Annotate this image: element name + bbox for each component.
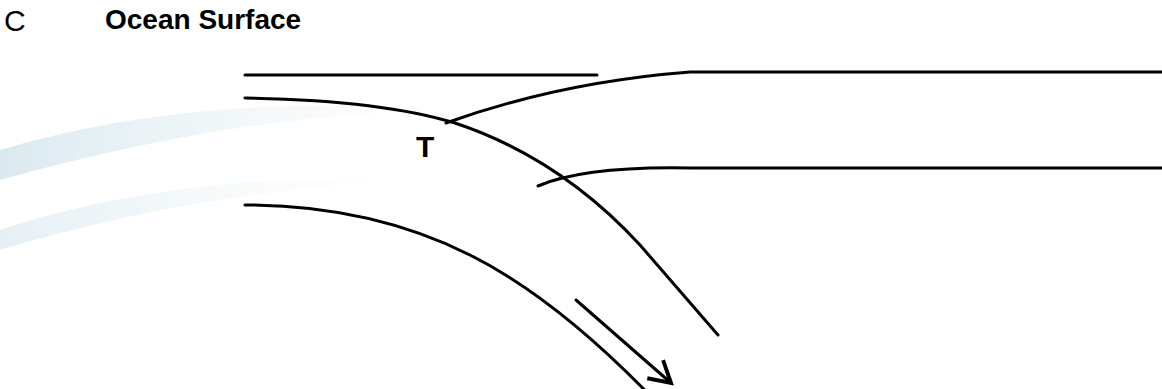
overriding-plate-base [538,168,1162,186]
overriding-plate-top [446,72,1162,123]
panel-letter: C [4,6,26,36]
trench-label: T [416,132,434,162]
background-swoosh [0,179,420,250]
background-swoosh [0,105,470,180]
plate-top-line [245,98,718,335]
ocean-surface-line [245,74,597,77]
plate-bottom-line [245,205,662,389]
surface-label: Ocean Surface [105,6,301,34]
motion-arrow [576,300,671,383]
